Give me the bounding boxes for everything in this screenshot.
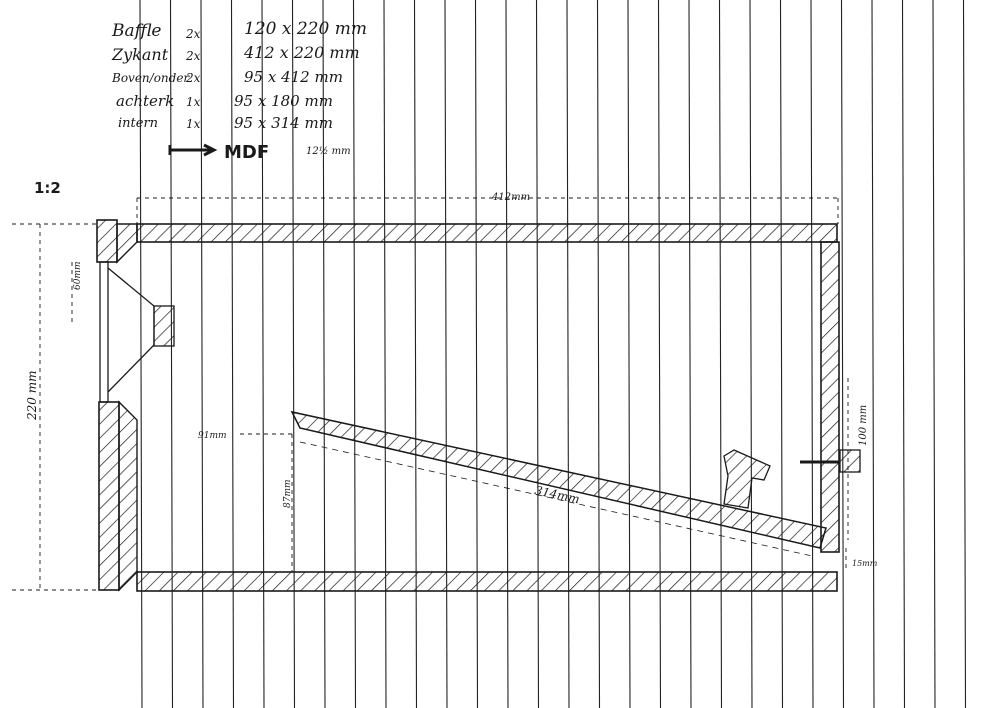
intern-panel bbox=[290, 410, 827, 549]
intern-height-label: 87mm bbox=[283, 479, 293, 508]
cut-list-qty: 1x bbox=[186, 95, 201, 109]
baffle-lower bbox=[98, 401, 120, 591]
ruling-line bbox=[627, 0, 631, 708]
cut-list-part: intern bbox=[118, 116, 158, 131]
driver-flange bbox=[99, 261, 109, 403]
intern-offset-label: 91mm bbox=[198, 431, 227, 441]
ruling-line bbox=[779, 0, 784, 708]
ruling-line bbox=[962, 0, 967, 708]
material-thickness: 12½ mm bbox=[306, 146, 351, 157]
ruling-line bbox=[352, 0, 357, 708]
cut-list-row: achterk 1x 95 x 180 mm bbox=[116, 92, 333, 110]
gap-label: 15mm bbox=[852, 559, 878, 568]
cut-list-row: intern 1x 95 x 314 mm bbox=[118, 114, 333, 132]
driver-magnet bbox=[153, 305, 175, 347]
ruling-line bbox=[474, 0, 479, 708]
width-label: 412mm bbox=[491, 192, 530, 203]
cut-list-size: 95 x 180 mm bbox=[234, 92, 333, 110]
terminal bbox=[723, 449, 861, 509]
baffle-upper bbox=[96, 219, 118, 263]
back-panel bbox=[820, 241, 840, 553]
ruling-line bbox=[810, 0, 814, 708]
ruling-line bbox=[840, 0, 845, 708]
port-tube bbox=[839, 449, 861, 473]
height-label: 220 mm bbox=[25, 371, 39, 421]
material-note: MDF 12½ mm bbox=[168, 142, 351, 163]
driver-cone bbox=[107, 267, 155, 393]
ruling-line bbox=[932, 0, 936, 708]
ruling-line bbox=[718, 0, 723, 708]
ruling-line bbox=[200, 0, 204, 708]
cut-list-size: 95 x 412 mm bbox=[244, 68, 343, 86]
cut-list: Baffle 2x 120 x 220 mm Zykant 2x 412 x 2… bbox=[111, 19, 367, 163]
ruling-line bbox=[871, 0, 875, 708]
cut-list-part: Zykant bbox=[111, 45, 169, 64]
ruling-line bbox=[901, 0, 906, 708]
ruling-line bbox=[749, 0, 753, 708]
arrow-icon bbox=[168, 143, 218, 157]
cut-list-part: achterk bbox=[116, 92, 174, 110]
ruling-line bbox=[688, 0, 692, 708]
port-height-label: 100 mm bbox=[858, 405, 869, 446]
dimensions bbox=[12, 197, 849, 591]
cut-list-qty: 1x bbox=[186, 117, 201, 131]
ruling-line bbox=[413, 0, 418, 708]
cut-list-size: 95 x 314 mm bbox=[234, 114, 333, 132]
cut-list-size: 120 x 220 mm bbox=[244, 19, 367, 39]
ruling-line bbox=[444, 0, 448, 708]
cut-list-qty: 2x bbox=[185, 27, 201, 41]
cut-list-row: Baffle 2x 120 x 220 mm bbox=[111, 19, 367, 41]
driver-offset-label: 60mm bbox=[73, 261, 83, 290]
cut-list-part: Baffle bbox=[111, 21, 161, 41]
baffle-chamfer-top bbox=[116, 223, 138, 264]
driver bbox=[99, 261, 175, 403]
cut-list-part: Boven/onder bbox=[111, 71, 190, 85]
bottom-panel bbox=[136, 571, 838, 592]
ruling-line bbox=[505, 0, 509, 708]
cut-list-qty: 2x bbox=[185, 71, 201, 85]
material-name: MDF bbox=[224, 142, 269, 163]
top-panel bbox=[136, 223, 838, 243]
ruling-line bbox=[657, 0, 662, 708]
cut-list-size: 412 x 220 mm bbox=[243, 43, 360, 62]
ruling-line bbox=[566, 0, 570, 708]
baffle-chamfer-bottom bbox=[118, 400, 138, 592]
scale-label: 1:2 bbox=[34, 179, 61, 197]
enclosure bbox=[96, 219, 861, 592]
ruling-line bbox=[383, 0, 387, 708]
ruling-line bbox=[596, 0, 601, 708]
cut-list-row: Zykant 2x 412 x 220 mm bbox=[111, 43, 360, 64]
terminal-body bbox=[723, 449, 771, 509]
cut-list-row: Boven/onder 2x 95 x 412 mm bbox=[111, 68, 343, 86]
cut-list-qty: 2x bbox=[185, 49, 201, 63]
ruling-line bbox=[535, 0, 540, 708]
